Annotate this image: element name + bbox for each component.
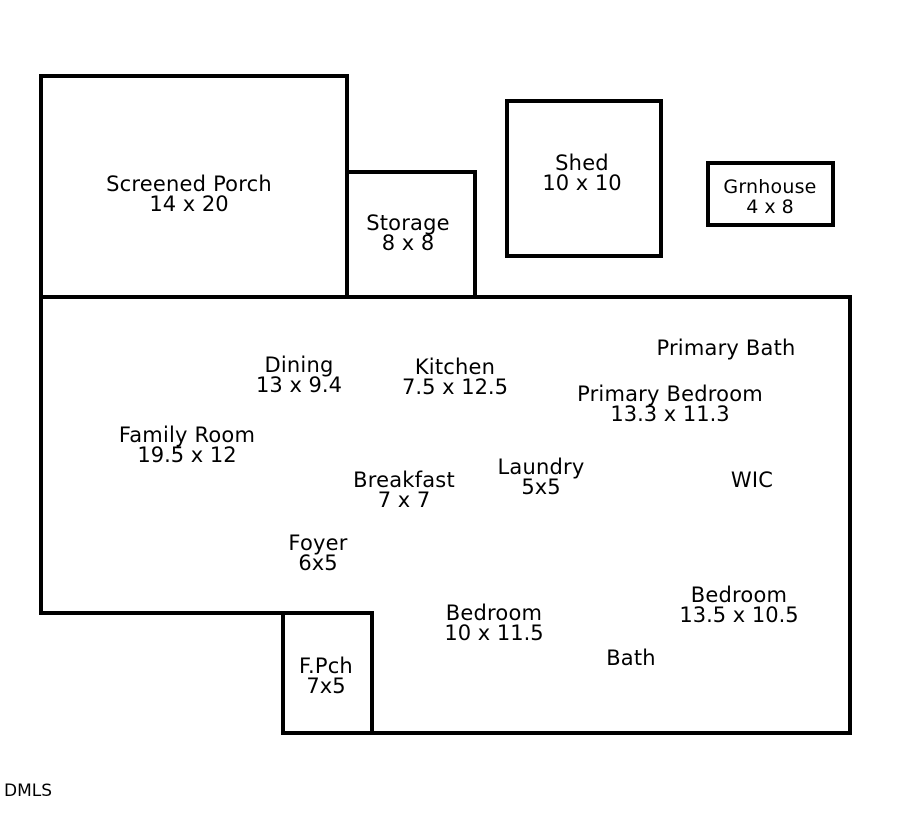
room-name: Breakfast [353, 468, 455, 492]
storage-label: Storage 8 x 8 [366, 211, 450, 255]
shed-label: Shed 10 x 10 [542, 151, 622, 195]
room-size: 8 x 8 [381, 231, 435, 255]
room-name: Bath [606, 646, 656, 670]
room-size: 4 x 8 [746, 196, 794, 218]
kitchen-label: Kitchen 7.5 x 12.5 [402, 355, 508, 399]
room-name: Bedroom [690, 583, 788, 607]
room-size: 5x5 [521, 475, 561, 499]
primary-bedroom-label: Primary Bedroom 13.3 x 11.3 [577, 382, 763, 426]
front-porch-label: F.Pch 7x5 [299, 654, 353, 698]
bedroom-3-label: Bedroom 13.5 x 10.5 [679, 583, 799, 627]
room-name: Dining [264, 353, 334, 377]
room-size: 7.5 x 12.5 [402, 375, 508, 399]
greenhouse-outline [706, 161, 835, 227]
dining-label: Dining 13 x 9.4 [256, 353, 342, 397]
room-name: Family Room [118, 423, 256, 447]
bath-label: Bath [606, 646, 656, 670]
front-porch-outline [281, 611, 374, 735]
wic-label: WIC [730, 468, 774, 492]
room-size: 10 x 11.5 [444, 621, 544, 645]
room-size: 14 x 20 [149, 192, 229, 216]
room-size: 13.5 x 10.5 [679, 603, 799, 627]
room-name: Shed [555, 151, 609, 175]
mls-logo: DMLS [4, 781, 53, 801]
bedroom-2-label: Bedroom 10 x 11.5 [444, 601, 544, 645]
room-name: Kitchen [414, 355, 496, 379]
screened-porch-label: Screened Porch 14 x 20 [106, 172, 272, 216]
room-name: Grnhouse [723, 176, 817, 198]
room-name: Screened Porch [106, 172, 272, 196]
laundry-label: Laundry 5x5 [497, 455, 585, 499]
foyer-label: Foyer 6x5 [288, 531, 348, 575]
shed-outline [505, 99, 663, 258]
room-size: 7x5 [306, 674, 346, 698]
room-size: 13.3 x 11.3 [610, 402, 730, 426]
room-name: Primary Bedroom [577, 382, 763, 406]
family-room-label: Family Room 19.5 x 12 [118, 423, 256, 467]
room-size: 6x5 [298, 551, 338, 575]
room-name: Primary Bath [656, 336, 796, 360]
room-size: 7 x 7 [377, 488, 431, 512]
room-size: 10 x 10 [542, 171, 622, 195]
primary-bath-label: Primary Bath [656, 336, 796, 360]
breakfast-label: Breakfast 7 x 7 [353, 468, 455, 512]
room-name: F.Pch [299, 654, 353, 678]
room-size: 13 x 9.4 [256, 373, 342, 397]
room-name: Laundry [497, 455, 585, 479]
room-name: WIC [730, 468, 774, 492]
room-name: Foyer [288, 531, 348, 555]
room-name: Storage [366, 211, 450, 235]
greenhouse-label: Grnhouse 4 x 8 [723, 177, 816, 217]
room-size: 19.5 x 12 [137, 443, 237, 467]
room-name: Bedroom [445, 601, 543, 625]
